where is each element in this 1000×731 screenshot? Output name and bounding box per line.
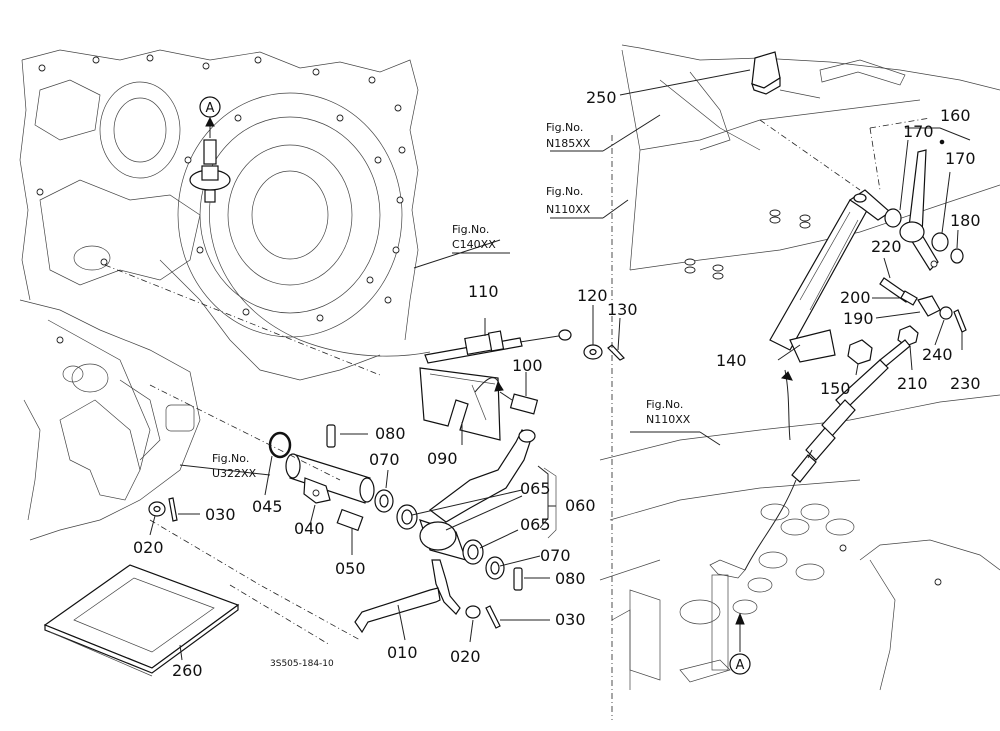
label-230: 230: [950, 374, 981, 393]
label-045: 045: [252, 497, 283, 516]
fig-ref-c140: Fig.No. C140XX: [413, 223, 510, 269]
sensor-switch: [189, 139, 431, 357]
panel-bolts: [684, 209, 811, 280]
label-050: 050: [335, 559, 366, 578]
fig-n110a-line2: N110XX: [546, 203, 591, 216]
label-180: 180: [950, 211, 981, 230]
label-080-a: 080: [375, 424, 406, 443]
label-110: 110: [468, 282, 499, 301]
part-110-cable: [424, 318, 572, 364]
label-070-b: 070: [540, 546, 571, 565]
part-230-pin: [953, 309, 967, 350]
label-030-a: 030: [205, 505, 236, 524]
label-065-a: 065: [520, 479, 551, 498]
part-250-knob: [619, 51, 781, 96]
part-number-labels: 250 160 170 170 180 220 200 190 140 150 …: [133, 88, 981, 680]
part-190-joint: [875, 295, 941, 319]
part-170a-bushing: [884, 139, 909, 228]
label-150: 150: [820, 379, 851, 398]
part-260-manual: [43, 564, 240, 677]
connection-marker-a-top: A: [199, 96, 221, 138]
fig-n185-line2: N185XX: [546, 137, 591, 150]
fig-ref-n110b: Fig.No. N110XX: [630, 398, 721, 446]
fig-n110a-line1: Fig.No.: [546, 185, 583, 198]
label-200: 200: [840, 288, 871, 307]
part-020b-washer: [465, 605, 481, 643]
label-080-b: 080: [555, 569, 586, 588]
label-260: 260: [172, 661, 203, 680]
part-010-rod: [354, 587, 441, 641]
fig-ref-n185: Fig.No. N185XX: [546, 114, 661, 152]
fig-n110b-line1: Fig.No.: [646, 398, 683, 411]
label-120: 120: [577, 286, 608, 305]
label-065-b: 065: [520, 515, 551, 534]
label-020-b: 020: [450, 647, 481, 666]
fig-c140-line2: C140XX: [452, 238, 496, 251]
floor-panel: [599, 44, 1000, 691]
part-180-clip: [950, 229, 964, 264]
part-170b-bushing: [931, 171, 951, 252]
label-220: 220: [871, 237, 902, 256]
part-150-nut: [847, 339, 873, 376]
label-030-b: 030: [555, 610, 586, 629]
fig-u322-line2: U322XX: [212, 467, 257, 480]
part-200-pin: [872, 290, 918, 306]
part-160-lever: [899, 127, 971, 271]
part-080b-pin: [513, 567, 523, 591]
label-010: 010: [387, 643, 418, 662]
housing-bolt-holes: [36, 54, 406, 344]
part-240-washer: [934, 306, 953, 346]
part-100-bolt: [499, 372, 539, 415]
label-170-b: 170: [945, 149, 976, 168]
part-070a-washer: [374, 469, 394, 513]
fig-c140-line1: Fig.No.: [452, 223, 489, 236]
part-070b-washer: [485, 556, 505, 580]
label-020-a: 020: [133, 538, 164, 557]
drawing-code: 3S505-184-10: [270, 659, 334, 669]
fig-u322-line1: Fig.No.: [212, 452, 249, 465]
part-030a-pin: [168, 497, 200, 522]
label-140: 140: [716, 351, 747, 370]
label-240: 240: [922, 345, 953, 364]
cable-assembly-right: [744, 339, 911, 571]
part-080a-pin: [326, 424, 368, 448]
label-060: 060: [565, 496, 596, 515]
marker-a-bottom-label: A: [736, 658, 745, 673]
marker-a-top-label: A: [206, 101, 215, 116]
transmission-housing: [19, 49, 419, 541]
label-070-a: 070: [369, 450, 400, 469]
label-250: 250: [586, 88, 617, 107]
connection-marker-a-bottom: A: [729, 612, 751, 675]
fig-n110b-line2: N110XX: [646, 413, 691, 426]
label-170-a: 170: [903, 122, 934, 141]
label-100: 100: [512, 356, 543, 375]
fig-ref-n110a: Fig.No. N110XX: [546, 185, 629, 219]
fig-n185-line1: Fig.No.: [546, 121, 583, 134]
part-030b-pin: [485, 605, 550, 629]
part-050-bolt: [336, 508, 364, 555]
part-065a-bushing: [396, 504, 418, 530]
label-090: 090: [427, 449, 458, 468]
label-160: 160: [940, 106, 971, 125]
part-065b-bushing: [462, 539, 484, 565]
part-120-washer: [583, 305, 603, 360]
fig-ref-u322: Fig.No. U322XX: [179, 452, 271, 480]
part-020a-washer: [148, 501, 166, 536]
part-140-bracket: [769, 189, 891, 363]
part-130-pin: [607, 317, 625, 361]
label-210: 210: [897, 374, 928, 393]
part-060-lever: [419, 429, 556, 615]
label-190: 190: [843, 309, 874, 328]
part-040-shaft: [285, 453, 375, 526]
label-130: 130: [607, 300, 638, 319]
label-040: 040: [294, 519, 325, 538]
